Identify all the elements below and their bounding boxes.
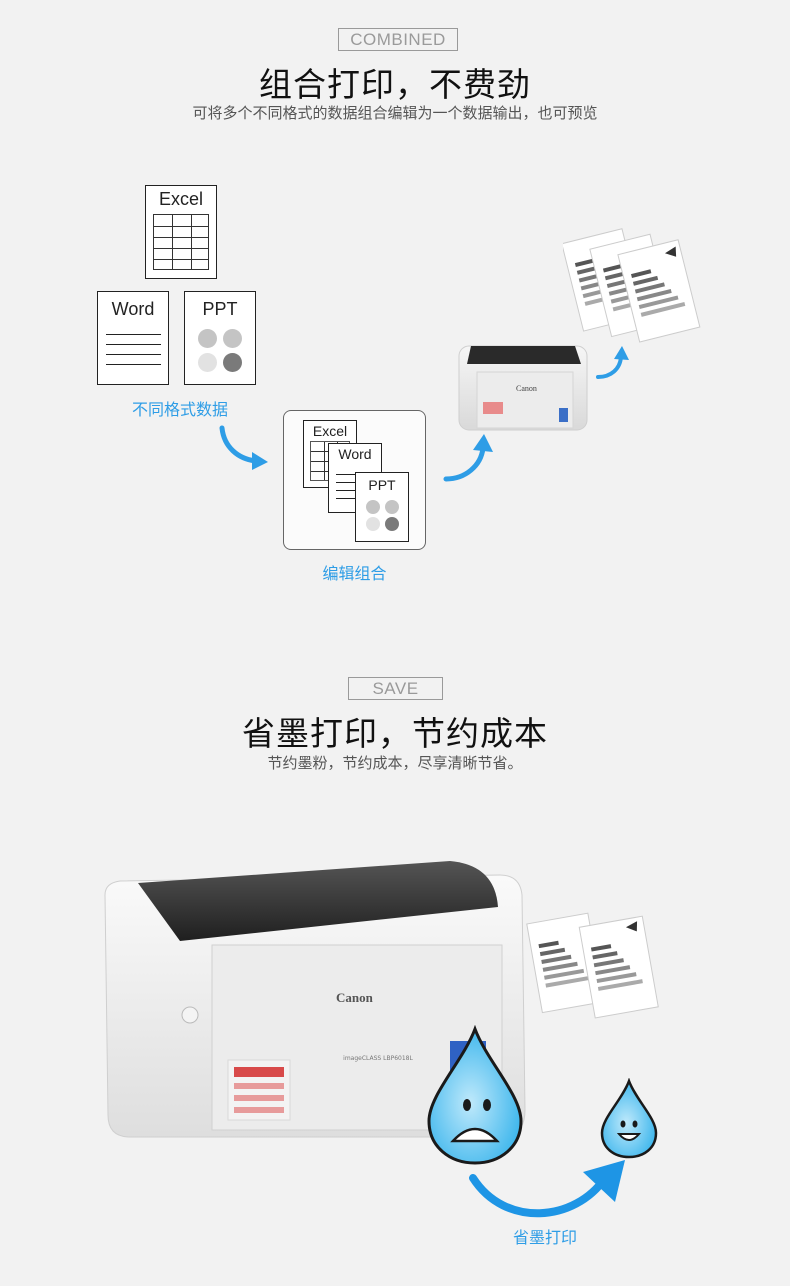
edit-combine-caption: 编辑组合	[322, 564, 387, 583]
water-drop-sad-icon	[427, 1025, 523, 1165]
combo-word-label: Word	[338, 446, 372, 462]
ppt-document: PPT	[184, 291, 256, 385]
printed-pages-icon	[563, 228, 701, 343]
printer-icon	[104, 861, 526, 1138]
spreadsheet-grid-icon	[153, 214, 209, 270]
curved-arrow-icon	[219, 425, 268, 470]
different-formats-caption: 不同格式数据	[131, 400, 228, 419]
word-document: Word	[97, 291, 169, 385]
printer-icon	[458, 345, 588, 431]
curved-arrow-icon	[596, 346, 629, 379]
printer-brand: Canon	[336, 990, 373, 1005]
save-subtitle: 节约墨粉，节约成本，尽享清晰节省。	[267, 754, 523, 772]
combined-subtitle: 可将多个不同格式的数据组合编辑为一个数据输出，也可预览	[192, 104, 598, 122]
printed-pages-icon	[526, 912, 659, 1019]
combo-excel-label: Excel	[312, 423, 348, 439]
save-title: 省墨打印，节约成本	[242, 714, 548, 753]
water-drop-happy-icon	[600, 1078, 658, 1159]
excel-document: Excel	[145, 185, 217, 279]
combo-ppt-doc: PPT	[355, 472, 409, 542]
ppt-label: PPT	[202, 299, 238, 319]
word-label: Word	[111, 299, 155, 319]
printer-model: imageCLASS LBP6018L	[343, 1055, 413, 1062]
curved-arrow-icon	[469, 1160, 625, 1218]
curved-arrow-icon	[443, 434, 493, 482]
combined-tag: COMBINED	[338, 28, 458, 51]
combined-title: 组合打印，不费劲	[259, 65, 531, 104]
save-ink-caption: 省墨打印	[512, 1228, 577, 1247]
save-tag: SAVE	[348, 677, 443, 700]
small-printer-brand: Canon	[516, 384, 537, 393]
excel-label: Excel	[158, 189, 203, 209]
combo-ppt-label: PPT	[368, 477, 396, 493]
